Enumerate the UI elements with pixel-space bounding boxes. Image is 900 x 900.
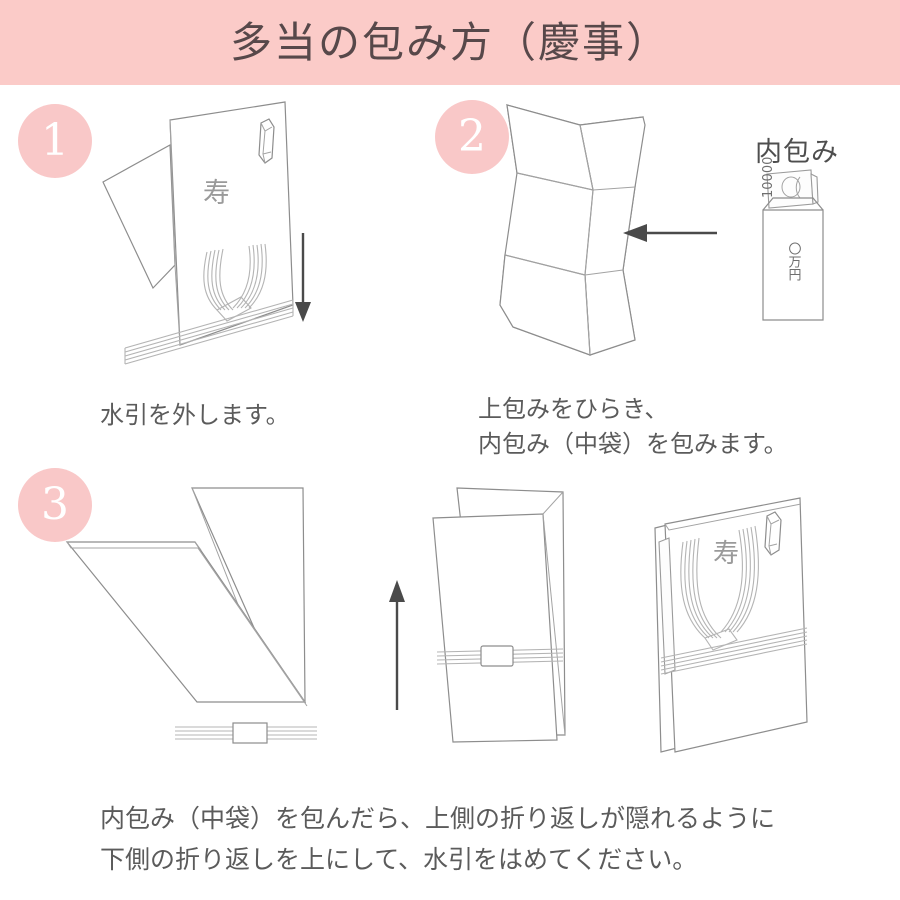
envelope-fold-crease bbox=[169, 119, 181, 346]
svg-inner-packet: 10000 〇万円 bbox=[761, 157, 824, 321]
completed-envelope-left-flap bbox=[658, 537, 676, 675]
mizuhiki-cord-step1 bbox=[124, 243, 294, 365]
mizuhiki-band-completed bbox=[660, 627, 808, 675]
step-number-2: 2 bbox=[435, 100, 509, 174]
banknote-denomination: 10000 bbox=[761, 157, 776, 198]
svg-step3b bbox=[389, 487, 566, 743]
mizuhiki-clasp bbox=[232, 722, 268, 744]
caption-step3: 内包み（中袋）を包んだら、上側の折り返しが隠れるように 下側の折り返しを上にして… bbox=[100, 804, 776, 875]
mizuhiki-band-loose bbox=[175, 722, 317, 744]
wrapper-corner-crease bbox=[542, 491, 564, 515]
svg-step2 bbox=[499, 104, 717, 356]
title-banner: 多当の包み方（慶事） bbox=[0, 0, 900, 85]
svg-step3c: 寿 bbox=[654, 497, 808, 753]
mizuhiki-clasp-applied bbox=[480, 645, 514, 667]
step-number-1: 1 bbox=[18, 104, 92, 178]
noshi-icon bbox=[258, 118, 275, 164]
caption-step2: 上包みをひらき、 内包み（中袋）を包みます。 bbox=[478, 395, 788, 458]
caption-step1: 水引を外します。 bbox=[100, 401, 290, 429]
step-number-3: 3 bbox=[18, 468, 92, 542]
banknotes-group: 10000 bbox=[761, 157, 819, 209]
inner-envelope-body bbox=[762, 209, 824, 321]
inner-envelope-flap bbox=[762, 197, 824, 211]
kotobuki-character-step1: 寿 bbox=[203, 178, 230, 209]
figure-step2-opened-wrapper bbox=[495, 95, 785, 365]
figure-inner-packet: 10000 〇万円 bbox=[745, 130, 865, 340]
page-title: 多当の包み方（慶事） bbox=[229, 17, 670, 67]
arrow-left-step2 bbox=[623, 224, 717, 242]
wrapper-lower-tab bbox=[194, 541, 202, 551]
svg-step1: 寿 bbox=[102, 101, 311, 365]
figure-step3-folded-wrapper bbox=[55, 480, 345, 770]
inner-packet-label: 内包み bbox=[755, 137, 839, 168]
figure-step3-band-applied bbox=[385, 480, 595, 760]
noshi-icon-completed bbox=[764, 511, 782, 556]
figure-step1-envelope: 寿 bbox=[75, 100, 335, 380]
mizuhiki-band-applied bbox=[436, 645, 564, 667]
inner-envelope-amount: 〇万円 bbox=[786, 242, 802, 281]
kotobuki-character-step3: 寿 bbox=[713, 539, 739, 569]
wrapper-crease-lines bbox=[504, 124, 636, 356]
figure-step3-completed: 寿 bbox=[635, 480, 855, 770]
completed-envelope-top-edge bbox=[664, 503, 802, 531]
mizuhiki-bow-completed bbox=[680, 525, 759, 651]
wrapper-side-crease bbox=[542, 513, 566, 736]
arrow-down-step1 bbox=[295, 233, 311, 322]
completed-envelope-face bbox=[664, 497, 808, 753]
banknote-portrait-oval bbox=[781, 176, 801, 198]
arrow-up-step3 bbox=[389, 580, 405, 710]
wrapper-diagonal-fold bbox=[197, 547, 306, 703]
svg-step3a bbox=[65, 487, 317, 744]
wrapper-front-panel bbox=[432, 513, 558, 743]
envelope-back-flap bbox=[102, 144, 176, 290]
